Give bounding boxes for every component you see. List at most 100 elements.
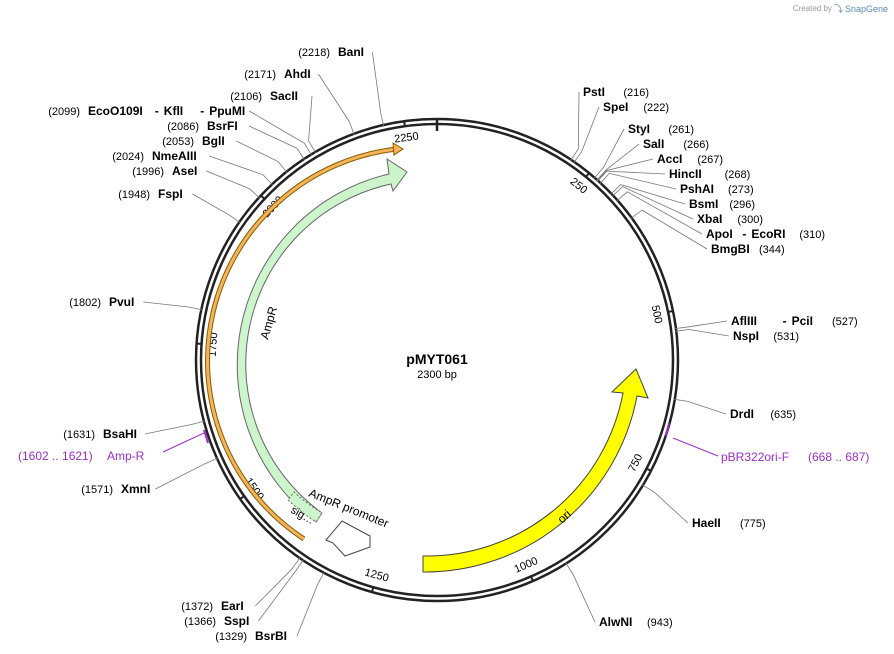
ampr-promoter-label: AmpR promoter (307, 486, 391, 531)
backbone-outer-ring (194, 117, 680, 603)
enzyme-name[interactable]: SacII (270, 89, 298, 103)
enzyme-separator: - (155, 104, 159, 118)
enzyme-position: (2106) (230, 91, 262, 103)
enzyme-name[interactable]: HincII (669, 167, 702, 181)
tick-label: 500 (649, 304, 664, 324)
tick-label: 750 (626, 452, 645, 474)
enzyme-leader-line (675, 329, 730, 337)
enzyme-labels: (2218)BanI(2171)AhdI(2106)SacII(2099)Eco… (18, 45, 869, 643)
enzyme-name[interactable]: BmgBI (711, 242, 750, 256)
enzyme-name[interactable]: PshAI (680, 182, 714, 196)
enzyme-name[interactable]: XmnI (121, 482, 150, 496)
ampr-orf-arrowhead (392, 142, 404, 156)
enzyme-name[interactable]: SalI (643, 137, 664, 151)
enzyme-leader-line (597, 170, 666, 182)
amp-r-primer-mark[interactable] (203, 429, 209, 444)
enzyme-name[interactable]: EcoRI (751, 227, 785, 241)
enzyme-leader-line (630, 209, 708, 250)
enzyme-leader-line (192, 193, 241, 224)
enzyme-leader-line (599, 172, 677, 190)
enzyme-name[interactable]: DrdI (730, 407, 754, 421)
enzyme-name[interactable]: AseI (172, 164, 197, 178)
tick-label: 1000 (513, 555, 540, 576)
enzyme-leader-line (155, 457, 219, 490)
enzyme-name[interactable]: EarI (221, 599, 244, 613)
enzyme-name[interactable]: HaeII (692, 516, 721, 530)
enzyme-position: (2218) (298, 47, 330, 59)
enzyme-name[interactable]: AccI (657, 152, 682, 166)
enzyme-separator: - (783, 314, 787, 328)
enzyme-name[interactable]: ApoI (706, 227, 733, 241)
enzyme-position: (2086) (167, 121, 199, 133)
ampr-feature-label: AmpR (257, 305, 280, 341)
enzyme-separator: - (200, 104, 204, 118)
credit-prefix: Created by (792, 4, 832, 13)
enzyme-position: (222) (643, 102, 669, 114)
tick-mark (645, 467, 652, 472)
enzyme-name[interactable]: FspI (158, 187, 183, 201)
primer-name[interactable]: pBR322ori-F (721, 450, 789, 464)
enzyme-leader-line (612, 186, 694, 220)
primer-name[interactable]: Amp-R (107, 449, 145, 463)
ampr-promoter-arrow[interactable] (325, 520, 371, 557)
amp-r-primer-leader (162, 432, 205, 453)
enzyme-position: (266) (683, 139, 709, 151)
enzyme-leader-line (248, 110, 313, 156)
enzyme-name[interactable]: SspI (224, 614, 249, 628)
enzyme-name[interactable]: PpuMI (209, 104, 245, 118)
enzyme-position: (300) (737, 214, 763, 226)
tick-mark (403, 121, 406, 128)
enzyme-name[interactable]: SpeI (603, 100, 628, 114)
snapgene-credit: Created by ⤵ SnapGene (793, 2, 888, 15)
enzyme-leaders (143, 51, 730, 637)
enzyme-leader-line (209, 155, 273, 186)
credit-brand: SnapGene (844, 3, 888, 14)
plasmid-name: pMYT061 (406, 351, 468, 367)
enzyme-name[interactable]: PciI (792, 314, 813, 328)
enzyme-position: (273) (728, 184, 754, 196)
enzyme-name[interactable]: StyI (628, 122, 650, 136)
enzyme-name[interactable]: BsaHI (103, 427, 137, 441)
enzyme-position: (2024) (112, 151, 144, 163)
enzyme-name[interactable]: XbaI (697, 212, 722, 226)
ori-feature-arrow[interactable] (422, 368, 649, 573)
pbr322ori-f-primer-leader (672, 437, 719, 457)
enzyme-name[interactable]: PvuI (109, 295, 134, 309)
enzyme-name[interactable]: KflI (164, 104, 183, 118)
enzyme-position: (1948) (118, 189, 150, 201)
pbr322ori-f-primer-mark[interactable] (665, 422, 670, 437)
enzyme-leader-line (144, 420, 205, 435)
enzyme-name[interactable]: NmeAIII (152, 149, 197, 163)
enzyme-position: (1631) (63, 429, 95, 441)
enzyme-position: (2053) (162, 136, 194, 148)
tick-label: 2250 (394, 130, 420, 145)
enzyme-name[interactable]: EcoO109I (88, 104, 143, 118)
enzyme-leader-line (258, 559, 304, 622)
enzyme-name[interactable]: AflIII (731, 314, 757, 328)
enzyme-position: (775) (740, 518, 766, 530)
enzyme-position: (344) (759, 244, 785, 256)
enzyme-position: (1372) (181, 601, 213, 613)
enzyme-leader-line (318, 73, 355, 135)
enzyme-name[interactable]: BglI (202, 134, 225, 148)
enzyme-position: (268) (725, 169, 751, 181)
enzyme-leader-line (570, 91, 580, 161)
enzyme-name[interactable]: AlwNI (599, 615, 632, 629)
enzyme-position: (635) (770, 409, 796, 421)
ampr-orf-outline-fill (206, 147, 398, 541)
enzyme-name[interactable]: BsrBI (255, 629, 287, 643)
ampr-feature-arrow[interactable] (236, 157, 408, 523)
snapgene-logo-icon: ⤵ (833, 4, 843, 14)
enzyme-leader-line (236, 140, 288, 173)
enzyme-leader-line (616, 191, 703, 235)
enzyme-name[interactable]: BsmI (689, 197, 718, 211)
enzyme-name[interactable]: AhdI (284, 67, 311, 81)
ampr-signal-feature[interactable] (287, 491, 323, 523)
enzyme-leader-line (372, 51, 385, 127)
enzyme-name[interactable]: BsrFI (207, 119, 238, 133)
enzyme-name[interactable]: BanI (338, 45, 364, 59)
enzyme-name[interactable]: PstI (583, 85, 605, 99)
enzyme-leader-line (143, 301, 203, 311)
enzyme-name[interactable]: NspI (733, 329, 759, 343)
enzyme-leader-line (674, 320, 728, 329)
